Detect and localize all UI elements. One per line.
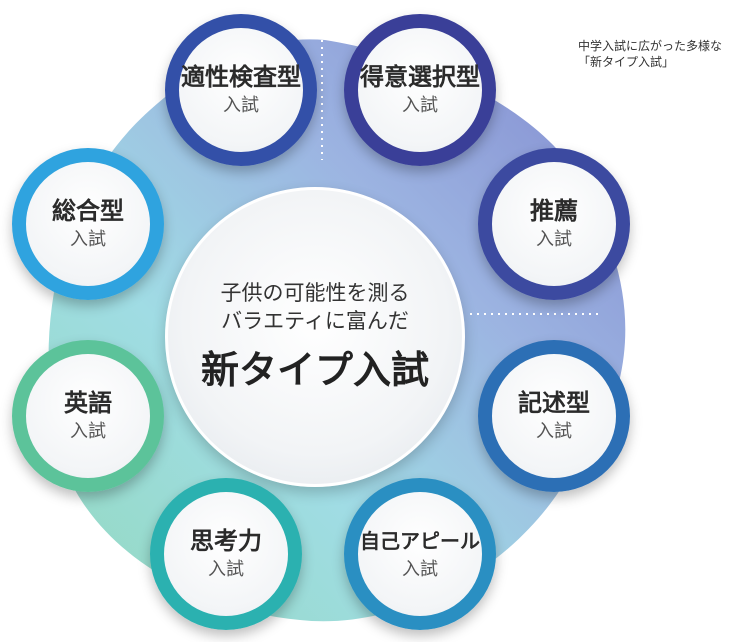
node-title: 自己アピール: [360, 529, 480, 553]
node-sub: 入試: [70, 421, 106, 442]
node-sub: 入試: [208, 559, 244, 580]
node-title: 適性検査型: [181, 63, 301, 91]
caption-note: 中学入試に広がった多様な 「新タイプ入試」: [578, 39, 723, 69]
node-title: 得意選択型: [360, 63, 480, 91]
node-sub: 入試: [536, 421, 572, 442]
node-title: 記述型: [518, 389, 590, 417]
node-sub: 入試: [536, 229, 572, 250]
node-title: 思考力: [190, 527, 262, 555]
node-suisen: 推薦 入試: [478, 148, 630, 300]
center-circle: 子供の可能性を測る バラエティに富んだ 新タイプ入試: [165, 187, 465, 487]
node-tokui: 得意選択型 入試: [344, 14, 496, 166]
node-title: 英語: [64, 389, 112, 417]
node-title: 総合型: [52, 197, 124, 225]
node-sub: 入試: [402, 559, 438, 580]
node-tekisei: 適性検査型 入試: [165, 14, 317, 166]
node-shikoryoku: 思考力 入試: [150, 478, 302, 630]
node-jiko-appeal: 自己アピール 入試: [344, 478, 496, 630]
node-sub: 入試: [223, 95, 259, 116]
node-title: 推薦: [530, 197, 578, 225]
node-sub: 入試: [70, 229, 106, 250]
node-eigo: 英語 入試: [12, 340, 164, 492]
node-kijutsu: 記述型 入試: [478, 340, 630, 492]
center-title: 新タイプ入試: [200, 348, 429, 392]
center-line-1: 子供の可能性を測る: [220, 281, 410, 305]
node-sub: 入試: [402, 95, 438, 116]
center-line-2: バラエティに富んだ: [221, 309, 409, 333]
node-sogo: 総合型 入試: [12, 148, 164, 300]
